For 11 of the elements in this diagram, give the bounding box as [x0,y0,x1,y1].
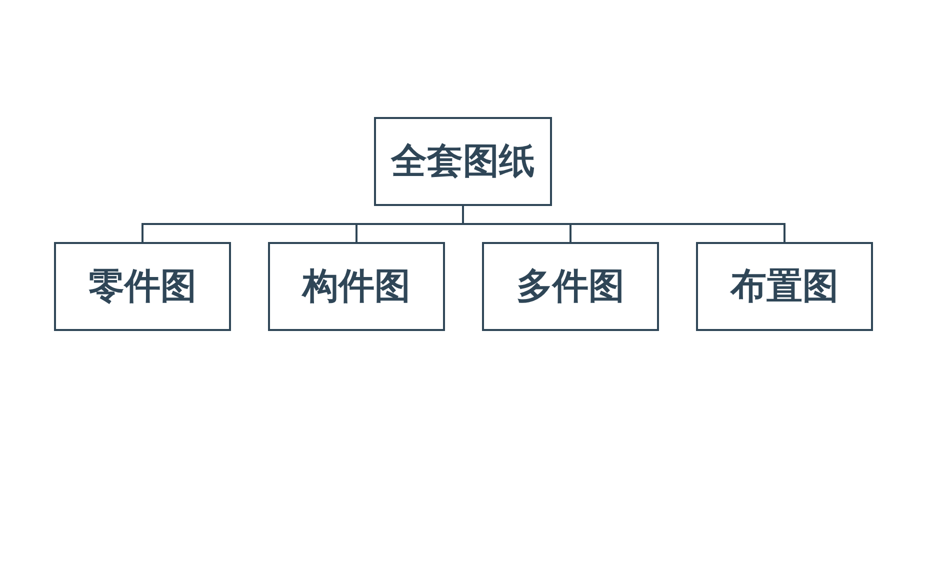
process-box [54,242,231,331]
box-label: 全套图纸 [391,139,535,184]
box-label: 布置图 [730,264,838,309]
box-label: 零件图 [88,264,196,309]
process-box [482,242,659,331]
box-label: 构件图 [302,264,410,309]
process-box [696,242,873,331]
connector-line [462,206,786,242]
box-label: 多件图 [516,264,624,309]
process-box [374,117,552,206]
process-box [268,242,445,331]
